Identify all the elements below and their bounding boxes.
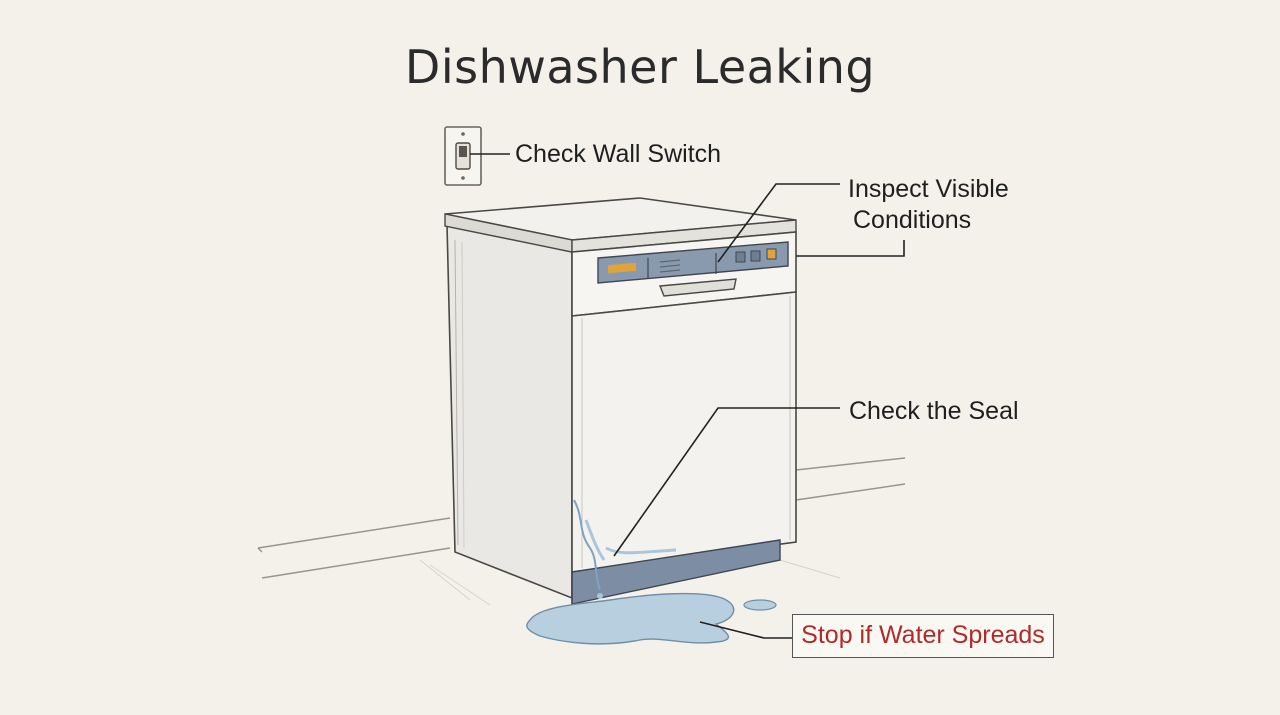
leader-line-stop — [699, 621, 792, 639]
baseboard-left — [257, 517, 451, 579]
callout-stop-if-water-spreads: Stop if Water Spreads — [801, 621, 1045, 649]
leader-line-inspect-bracket — [796, 240, 905, 257]
light-switch-icon — [444, 126, 482, 186]
callout-inspect-line-1: Inspect Visible — [848, 175, 1009, 203]
callout-check-the-seal: Check the Seal — [849, 397, 1019, 425]
leader-line-inspect — [717, 183, 840, 263]
baseboard-right — [795, 457, 906, 501]
leader-line-seal — [613, 407, 840, 557]
callout-inspect-line-2: Conditions — [853, 206, 972, 234]
warning-box: Stop if Water Spreads — [792, 614, 1054, 658]
callout-inspect-visible-conditions: Inspect Visible Conditions — [848, 174, 1009, 236]
page-title: Dishwasher Leaking — [404, 40, 876, 94]
dishwasher-illustration — [444, 197, 797, 605]
water-puddle-icon — [526, 592, 777, 645]
callout-check-wall-switch: Check Wall Switch — [515, 140, 722, 168]
floor-shadow — [419, 559, 841, 606]
